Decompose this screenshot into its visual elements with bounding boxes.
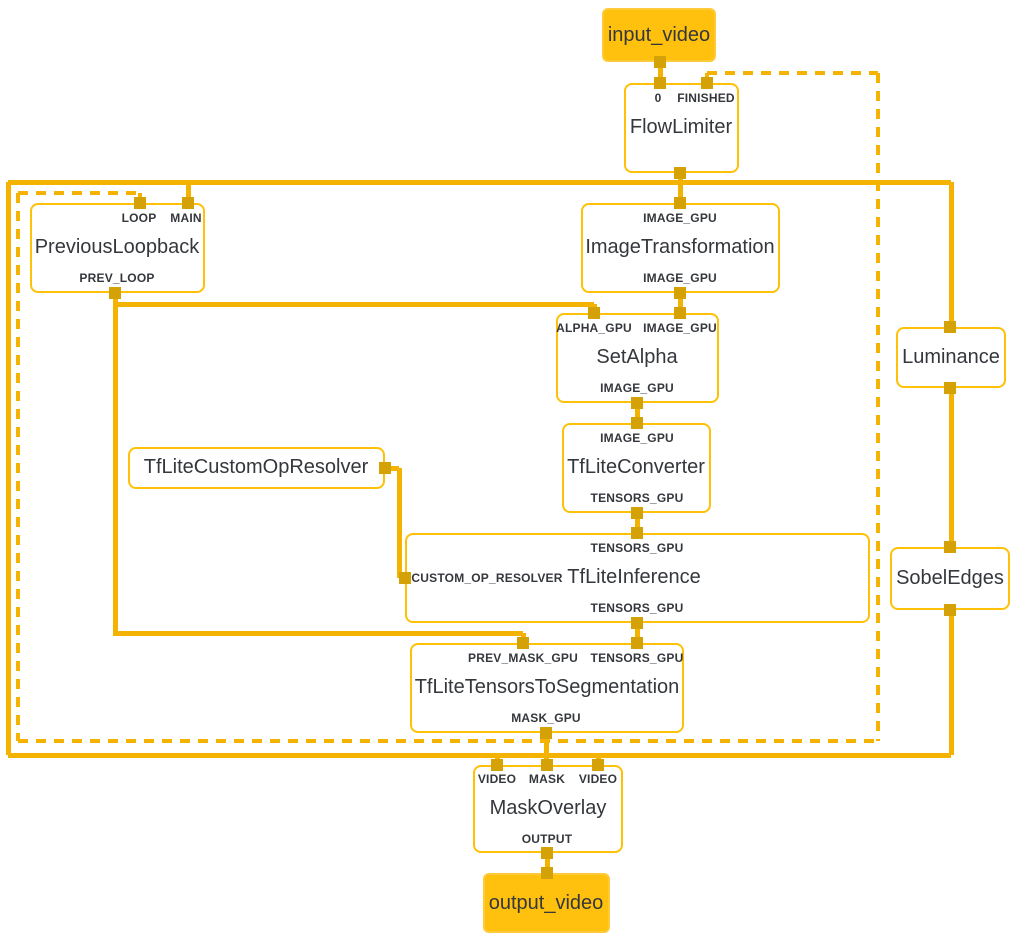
- edge-solid-15: [385, 465, 399, 471]
- edge-solid-19: [543, 733, 549, 765]
- port-label: MAIN: [170, 211, 202, 225]
- node-title-input-video: input_video: [607, 24, 711, 46]
- port-segmentation-out-mask: [540, 727, 552, 739]
- port-sobel-edges-out: [944, 604, 956, 616]
- port-tflite-inference-in-tensors: [631, 527, 643, 539]
- port-previous-loopback-out-prev-loop: [109, 287, 121, 299]
- port-input-video-out: [654, 56, 666, 68]
- port-tflite-converter-out: [631, 507, 643, 519]
- port-previous-loopback-in-main: [182, 197, 194, 209]
- port-segmentation-in-prev-mask: [517, 637, 529, 649]
- port-label: IMAGE_GPU: [600, 431, 674, 445]
- port-label: LOOP: [121, 211, 157, 225]
- node-title-tflite-tensors-to-segmentation: TfLiteTensorsToSegmentation: [414, 676, 680, 698]
- port-previous-loopback-in-loop: [134, 197, 146, 209]
- node-title-set-alpha: SetAlpha: [596, 346, 678, 368]
- edge-solid-14: [634, 513, 640, 533]
- port-label: TENSORS_GPU: [590, 541, 684, 555]
- edge-solid-0: [657, 62, 663, 83]
- port-flow-limiter-out: [674, 167, 686, 179]
- edge-solid-11: [113, 630, 523, 636]
- port-tflite-inference-in-resolver: [399, 572, 411, 584]
- edge-solid-1: [677, 173, 683, 203]
- node-tflite-custom-op-resolver[interactable]: [128, 447, 385, 489]
- node-title-mask-overlay: MaskOverlay: [489, 797, 607, 819]
- port-label: VIDEO: [578, 772, 618, 786]
- port-label: VIDEO: [477, 772, 517, 786]
- edge-dashed-1: [18, 191, 140, 195]
- edge-dashed-4: [876, 73, 880, 741]
- node-input-video[interactable]: [602, 8, 716, 62]
- port-image-transformation-out: [674, 287, 686, 299]
- port-segmentation-in-tensors: [631, 637, 643, 649]
- port-mask-overlay-in-mask: [541, 759, 553, 771]
- port-label: MASK_GPU: [511, 711, 581, 725]
- port-tflite-custom-op-resolver-out: [379, 462, 391, 474]
- edge-dashed-2: [16, 193, 20, 741]
- node-title-sobel-edges: SobelEdges: [896, 567, 1004, 589]
- node-title-image-transformation: ImageTransformation: [585, 236, 775, 258]
- port-label: TENSORS_GPU: [590, 491, 684, 505]
- edge-solid-8: [112, 293, 118, 636]
- node-title-tflite-inference: TfLiteInference: [567, 566, 701, 588]
- edge-dashed-3: [18, 739, 878, 743]
- node-title-flow-limiter: FlowLimiter: [629, 116, 733, 138]
- port-mask-overlay-out: [541, 847, 553, 859]
- port-image-transformation-in: [674, 197, 686, 209]
- port-sobel-edges-in: [944, 541, 956, 553]
- node-tflite-inference[interactable]: [405, 533, 870, 623]
- edge-solid-9: [113, 301, 594, 307]
- port-label: FINISHED: [677, 91, 735, 105]
- port-label: TENSORS_GPU: [590, 601, 684, 615]
- edge-solid-7: [677, 293, 683, 313]
- port-luminance-in: [944, 321, 956, 333]
- edge-solid-3: [5, 182, 11, 755]
- edge-solid-18: [634, 623, 640, 643]
- port-label: PREV_MASK_GPU: [468, 651, 578, 665]
- node-title-previous-loopback: PreviousLoopback: [34, 236, 200, 258]
- node-title-tflite-converter: TfLiteConverter: [567, 456, 705, 478]
- node-sobel-edges[interactable]: [890, 547, 1010, 610]
- port-label: CUSTOM_OP_RESOLVER: [411, 571, 563, 585]
- port-luminance-out: [944, 382, 956, 394]
- edge-solid-5: [948, 182, 954, 755]
- port-label: IMAGE_GPU: [643, 271, 717, 285]
- edge-solid-22: [544, 853, 550, 873]
- edge-solid-6: [185, 182, 191, 203]
- node-title-output-video: output_video: [488, 892, 604, 914]
- edge-dashed-5: [707, 71, 878, 75]
- port-mask-overlay-in-video-right: [592, 759, 604, 771]
- edge-solid-16: [396, 468, 402, 578]
- port-flow-limiter-in-finished: [701, 77, 713, 89]
- port-label: MASK: [528, 772, 566, 786]
- node-tflite-tensors-to-segmentation[interactable]: [410, 643, 684, 733]
- port-mask-overlay-in-video-left: [491, 759, 503, 771]
- port-label: 0: [654, 91, 662, 105]
- port-tflite-inference-out: [631, 617, 643, 629]
- port-output-video-in: [541, 867, 553, 879]
- port-label: ALPHA_GPU: [556, 321, 632, 335]
- node-title-tflite-custom-op-resolver: TfLiteCustomOpResolver: [143, 456, 369, 478]
- port-label: TENSORS_GPU: [590, 651, 684, 665]
- port-set-alpha-in-image: [674, 307, 686, 319]
- port-label: OUTPUT: [521, 832, 573, 846]
- node-title-luminance: Luminance: [902, 346, 1000, 368]
- port-tflite-converter-in: [631, 417, 643, 429]
- port-label: IMAGE_GPU: [643, 211, 717, 225]
- node-mask-overlay[interactable]: [473, 765, 623, 853]
- port-label: IMAGE_GPU: [643, 321, 717, 335]
- edge-solid-4: [8, 752, 951, 758]
- edge-solid-13: [634, 403, 640, 423]
- edge-solid-2: [8, 179, 951, 185]
- port-set-alpha-out: [631, 397, 643, 409]
- port-set-alpha-in-alpha: [588, 307, 600, 319]
- port-flow-limiter-in-0: [654, 77, 666, 89]
- port-label: IMAGE_GPU: [600, 381, 674, 395]
- port-label: PREV_LOOP: [79, 271, 155, 285]
- node-set-alpha[interactable]: [556, 313, 719, 403]
